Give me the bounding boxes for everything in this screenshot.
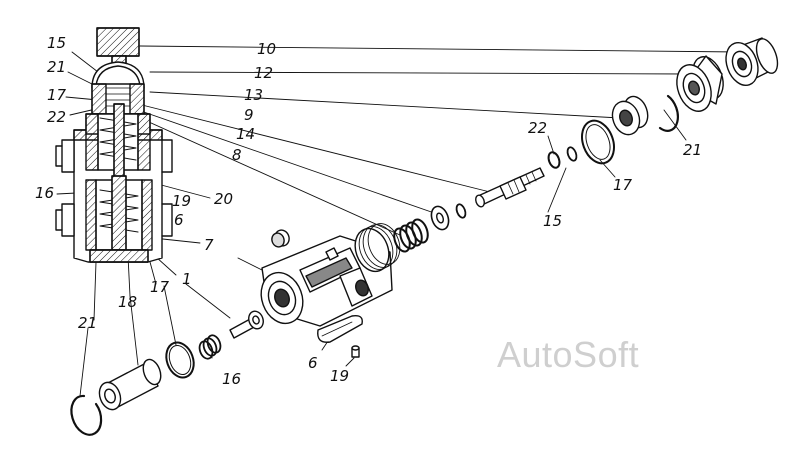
label-18: 18 [118,293,138,311]
part-18-plug [98,358,162,411]
watermark: AutoSoft [497,334,640,375]
part-1-stem [229,310,264,339]
label-10: 10 [257,40,277,58]
label-7: 7 [204,236,214,254]
part-21-ring-right [658,94,679,132]
label-13: 13 [244,86,264,104]
label-21-right: 21 [683,141,703,159]
label-21-top: 21 [47,58,67,76]
part-9-shaft [475,167,545,208]
part-14-washer [430,205,450,231]
part-7-valve-body [260,223,401,327]
label-16-left: 16 [35,184,55,202]
part-16-spring [198,334,222,360]
part-17-oring-right [581,119,615,165]
label-22-top: 22 [47,108,67,126]
label-6-body: 6 [174,211,184,229]
assembled-valve-section [55,27,173,263]
label-16-bottom: 16 [222,370,242,388]
label-8: 8 [232,146,242,164]
part-12-boot [676,55,724,112]
label-1: 1 [182,270,192,288]
label-17-mid: 17 [150,278,170,296]
label-14: 14 [236,125,256,143]
label-6-bottom: 6 [308,354,318,372]
part-15-ring [455,146,578,219]
label-19-top: 19 [172,192,192,210]
label-12: 12 [254,64,274,82]
label-19-bottom: 19 [330,367,350,385]
part-13-seal [611,95,649,136]
label-17-right: 17 [613,176,633,194]
label-22-right: 22 [528,119,548,137]
label-15-top: 15 [47,34,67,52]
part-19-screw [351,345,360,358]
label-20: 20 [214,190,234,208]
part-21-ring-bottom [70,394,103,436]
part-6-cover [317,314,363,343]
part-10-button-cap [725,37,779,87]
label-15-right: 15 [543,212,563,230]
label-21-bottom: 21 [78,314,98,332]
label-17-top: 17 [47,86,67,104]
part-17-oring-mid [165,341,195,379]
part-22-ring [547,151,561,169]
label-9: 9 [244,106,254,124]
part-20-plug [271,229,290,248]
